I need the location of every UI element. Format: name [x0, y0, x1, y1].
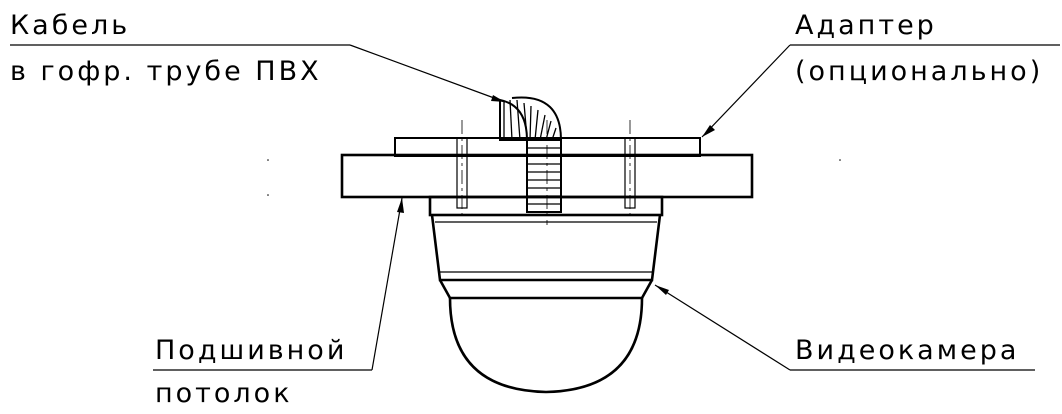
camera-body: [428, 195, 664, 394]
leader-adapter: [701, 44, 1060, 138]
label-cable: Кабель: [10, 10, 131, 41]
center-marks: [267, 159, 841, 196]
label-ceiling: Подшивной: [155, 335, 348, 366]
label-ceiling-2: потолок: [155, 378, 293, 409]
label-adapter-optional: (опционально): [795, 56, 1044, 87]
leader-camera: [654, 284, 1035, 371]
label-cable-conduit: в гофр. трубе ПВХ: [10, 56, 322, 87]
label-adapter: Адаптер: [795, 10, 937, 41]
leader-cable: [10, 44, 506, 103]
corrugated-conduit: [499, 96, 562, 213]
leader-ceiling: [153, 197, 404, 371]
label-camera: Видеокамера: [795, 335, 1020, 366]
